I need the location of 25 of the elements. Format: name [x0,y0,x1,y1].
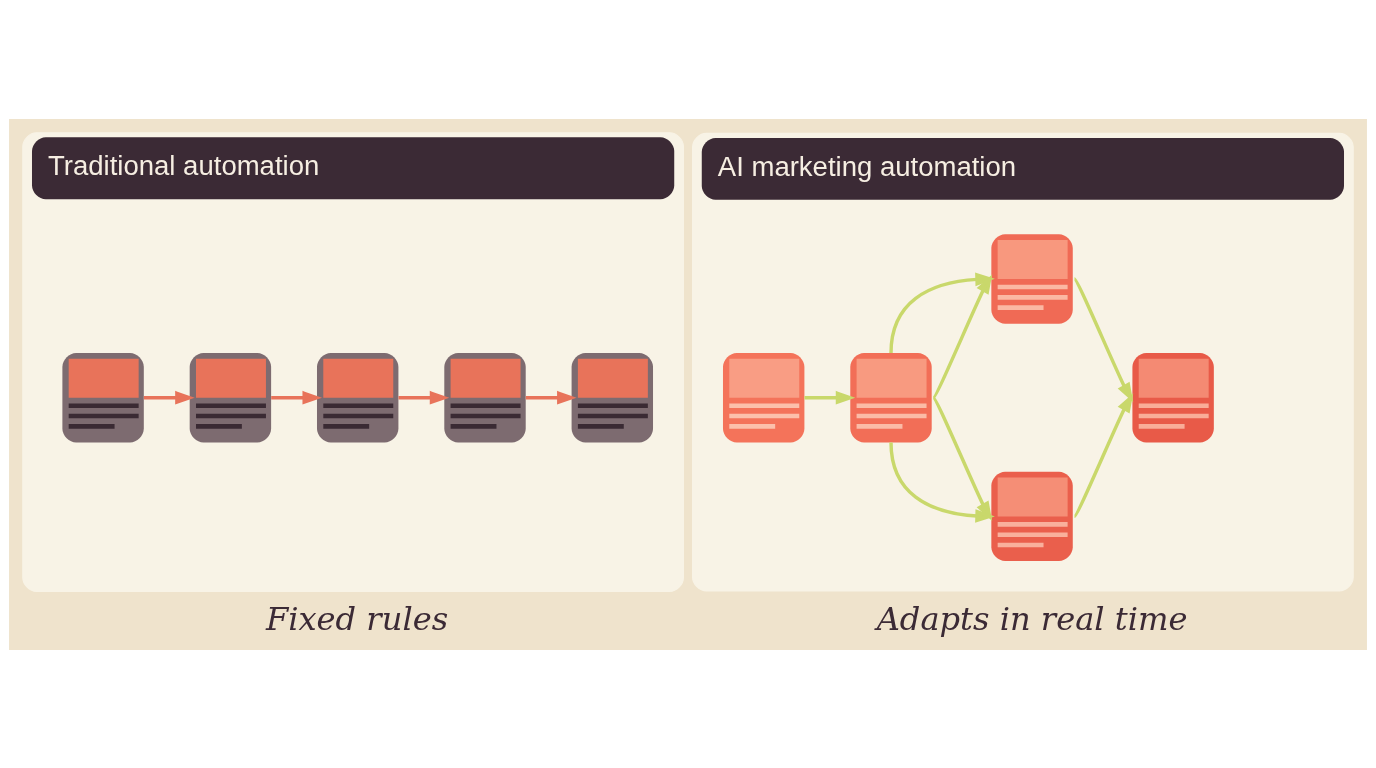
node-box [62,352,144,442]
node-box [850,352,932,442]
node-box [723,352,805,442]
arrow [525,390,577,405]
node-box [189,352,272,442]
node-box [1132,352,1214,442]
arrow [889,441,995,523]
cluster: AI marketing automation [692,132,1354,591]
node-label: Adapts in real time [876,599,1188,638]
arrow [398,390,450,405]
arrow [889,272,995,353]
node-box [571,352,653,442]
arrow [1073,277,1134,402]
arrow [143,390,195,405]
node-box [991,471,1073,561]
arrow [932,273,993,399]
arrow [932,396,993,521]
cluster: Traditional automation [22,131,684,592]
node-box [317,352,399,442]
node-box [991,233,1073,324]
node-label: Fixed rules [265,599,449,638]
node-box [444,352,526,442]
arrow [804,390,856,405]
arrow [271,390,322,405]
arrow [1073,392,1134,517]
